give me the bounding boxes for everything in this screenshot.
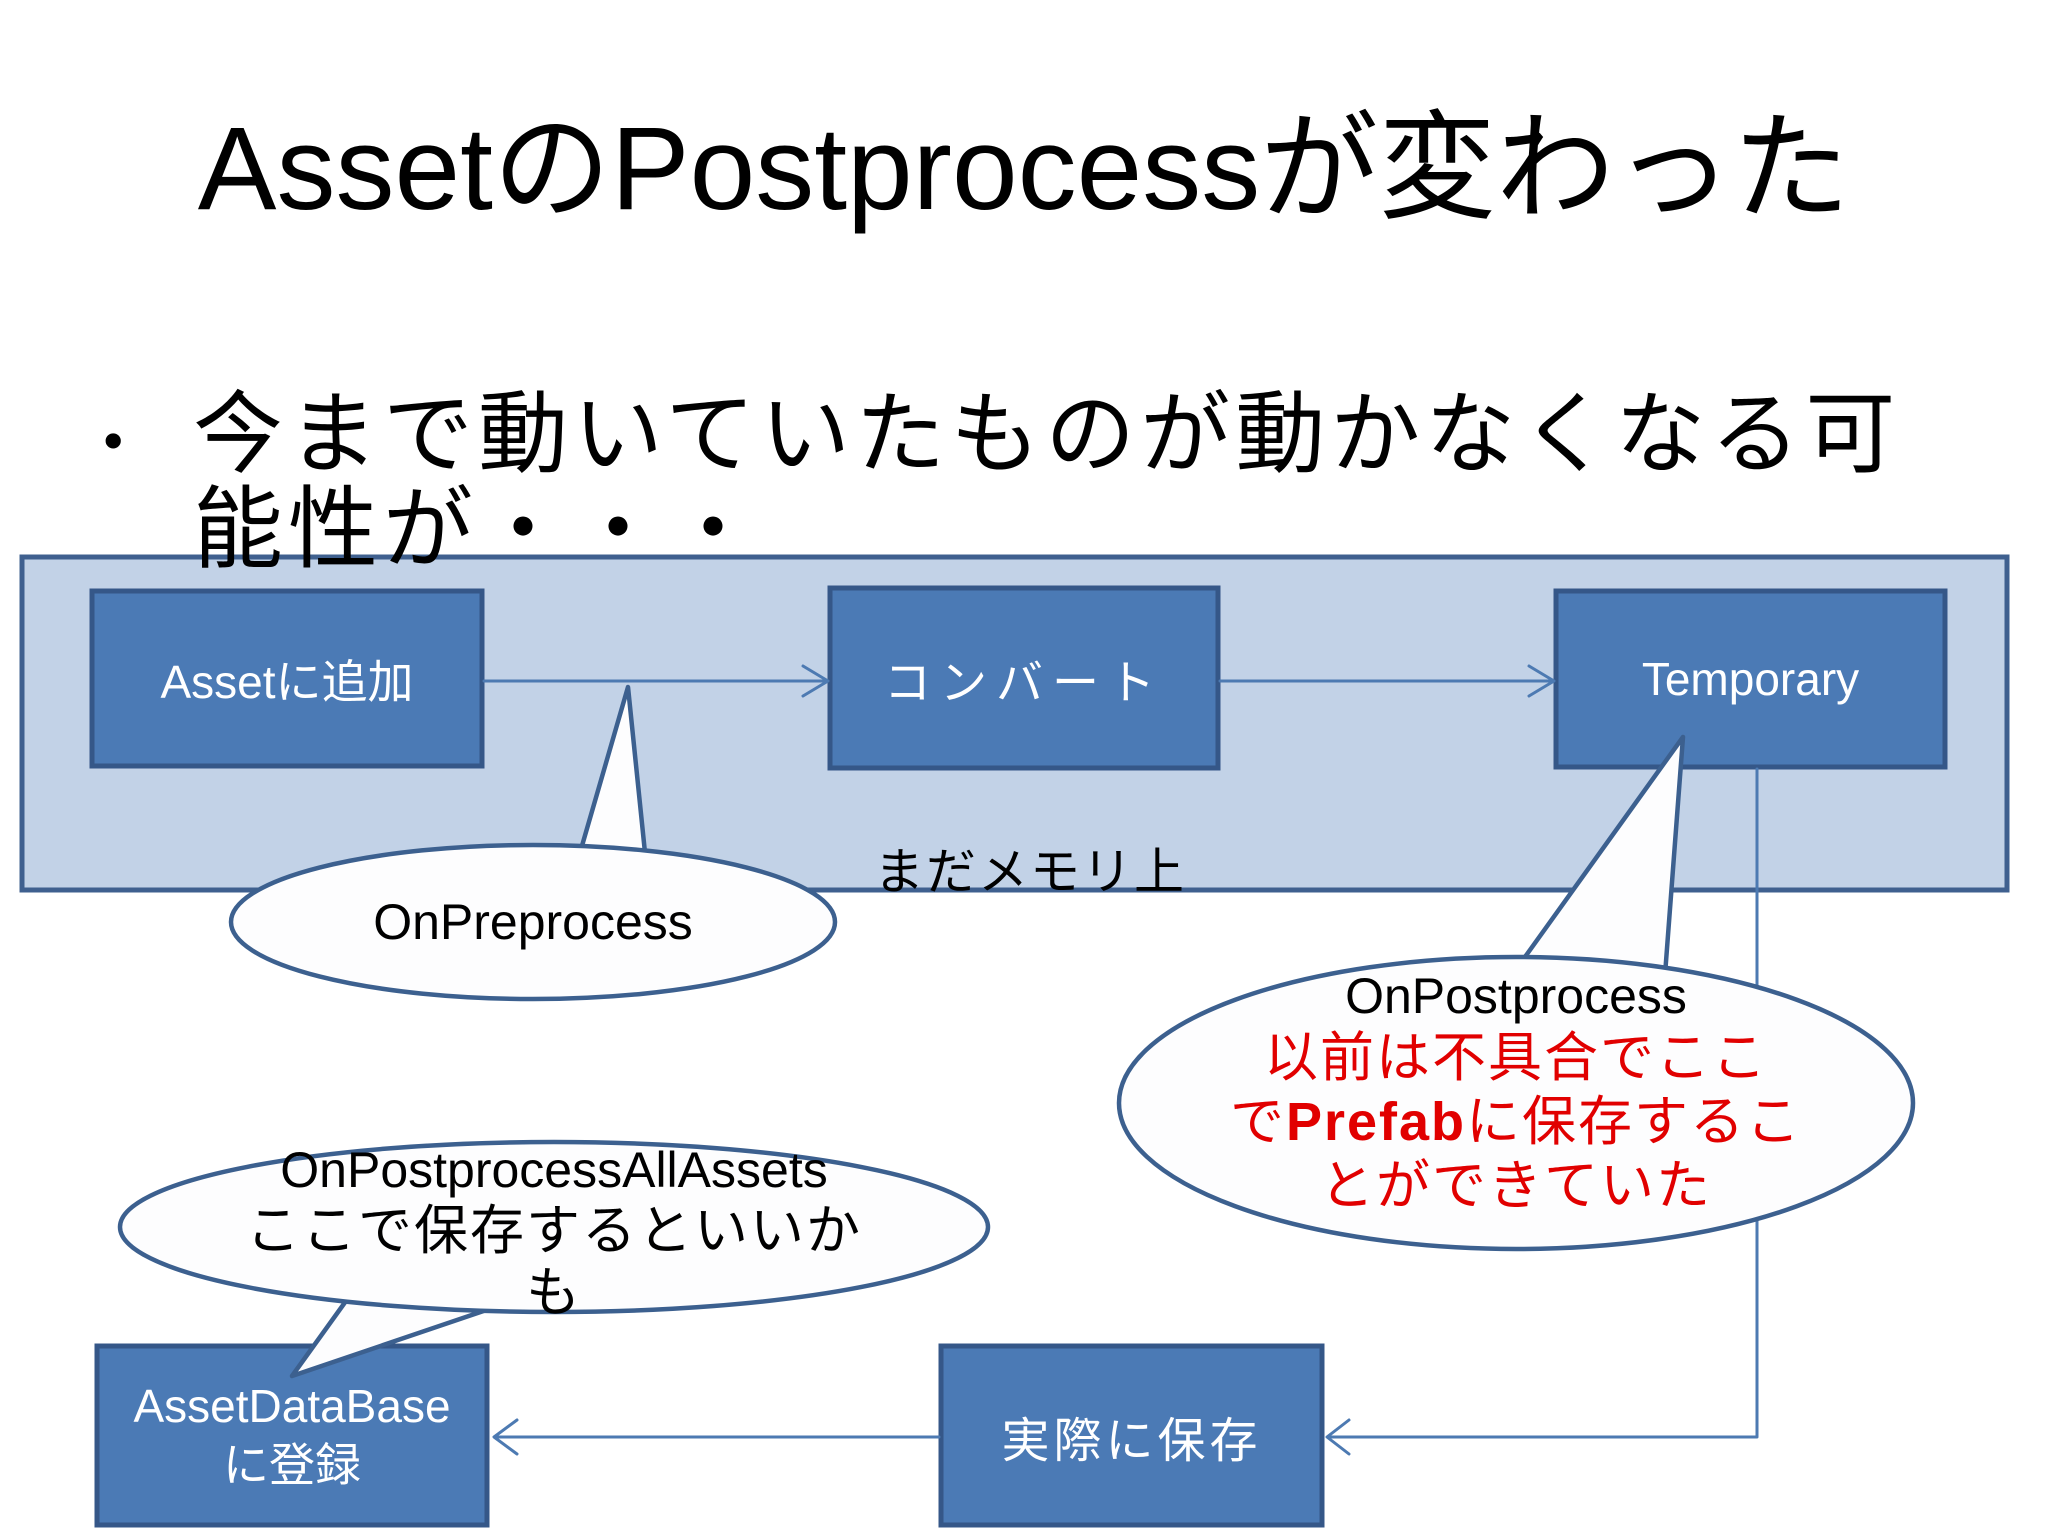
node-temporary-label: Temporary	[1641, 653, 1860, 705]
node-add-to-asset-label: Assetに追加	[160, 655, 414, 708]
postprocess-warning-line3: とができていた	[1320, 1156, 1712, 1216]
asset-database-line1: AssetDataBase	[133, 1379, 451, 1432]
arrow-save-to-database	[492, 1418, 941, 1456]
postprocess-all-note-line1: ここで保存するといいか	[246, 1201, 862, 1261]
callout-postprocess-all-title: OnPostprocessAllAssets	[280, 1142, 828, 1198]
node-convert	[827, 585, 1221, 771]
callout-preprocess-label: OnPreprocess	[373, 894, 693, 950]
arrow-add-to-convert	[482, 664, 830, 698]
node-add-to-asset	[89, 588, 485, 769]
arrow-convert-to-temporary	[1218, 664, 1556, 698]
node-asset-database-label: AssetDataBase に登録	[97, 1346, 487, 1525]
node-convert-label: コンバート	[884, 657, 1164, 710]
slide-title: AssetのPostprocessが変わった	[197, 103, 1851, 235]
callout-postprocess-bubble	[1116, 734, 1916, 1252]
node-temporary	[1553, 588, 1948, 770]
postprocess-warning-line1: 以前は不具合でここ	[1264, 1028, 1768, 1088]
callout-preprocess-bubble	[228, 684, 838, 1002]
memory-note: まだメモリ上	[874, 844, 1186, 900]
node-actual-save	[938, 1343, 1325, 1528]
callout-postprocess-title: OnPostprocess	[1345, 968, 1687, 1024]
callout-postprocess-all-bubble	[117, 1139, 991, 1379]
node-actual-save-label: 実際に保存	[1001, 1414, 1262, 1468]
callout-postprocess-text: OnPostprocess 以前は不具合でここ でPrefabに保存するこ とが…	[1119, 966, 1913, 1218]
callout-postprocess-all-text: OnPostprocessAllAssets ここで保存するといいか も	[120, 1140, 988, 1324]
bullet-text: 今まで動いていたものが動かなくなる可能性が・・・	[193, 386, 1901, 581]
postprocess-all-note-line2: も	[526, 1263, 582, 1323]
asset-database-line2: に登録	[223, 1439, 361, 1491]
postprocess-warning-line2: でPrefabに保存するこ	[1229, 1092, 1803, 1152]
bullet-marker: •	[102, 405, 125, 476]
prefab-emphasis: Prefab	[1285, 1092, 1467, 1152]
